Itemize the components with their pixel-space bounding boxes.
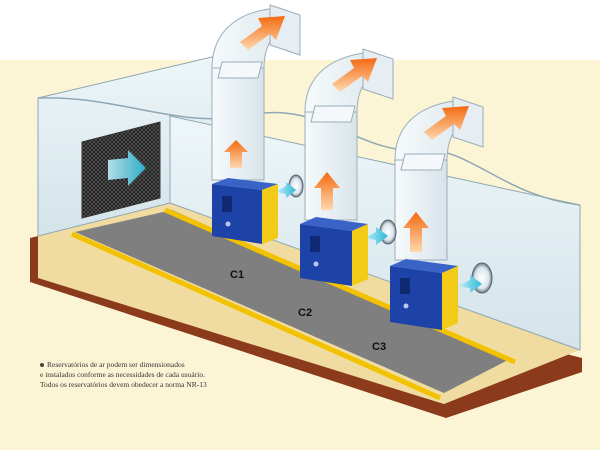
- compressor-1: [212, 178, 278, 244]
- bullet-icon: [40, 363, 44, 368]
- footnote-line-3: Todos os reservatórios devem obedecer a …: [40, 380, 207, 389]
- footnote-line: e instalados conforme as necessidades de…: [40, 370, 290, 380]
- compressor-label-c1: C1: [230, 269, 244, 281]
- floor-aisle: [75, 210, 508, 393]
- rise-arrow-3: [403, 212, 429, 252]
- footnote-line: Todos os reservatórios devem obedecer a …: [40, 380, 290, 390]
- rise-arrow-2: [314, 172, 340, 210]
- intake-arrow-1: [276, 182, 296, 198]
- compressor-3: [390, 259, 458, 330]
- door-air-arrow: [108, 150, 146, 186]
- footnote-line: Reservatórios de ar podem ser dimensiona…: [40, 360, 290, 370]
- exhaust-arrow-top-3: [424, 106, 469, 140]
- compressor-2: [300, 217, 368, 286]
- footnote-line-1: Reservatórios de ar podem ser dimensiona…: [47, 360, 185, 369]
- floor-stripe-front: [70, 231, 442, 401]
- compressor-label-c3: C3: [372, 341, 386, 353]
- intake-arrow-3: [458, 275, 482, 293]
- rise-arrow-1: [224, 140, 248, 168]
- footnote: Reservatórios de ar podem ser dimensiona…: [40, 360, 290, 390]
- compressor-label-c2: C2: [298, 307, 312, 319]
- intake-arrow-2: [364, 227, 388, 245]
- exhaust-arrow-top-1: [240, 16, 285, 50]
- exhaust-arrow-top-2: [332, 58, 377, 92]
- footnote-line-2: e instalados conforme as necessidades de…: [40, 370, 205, 379]
